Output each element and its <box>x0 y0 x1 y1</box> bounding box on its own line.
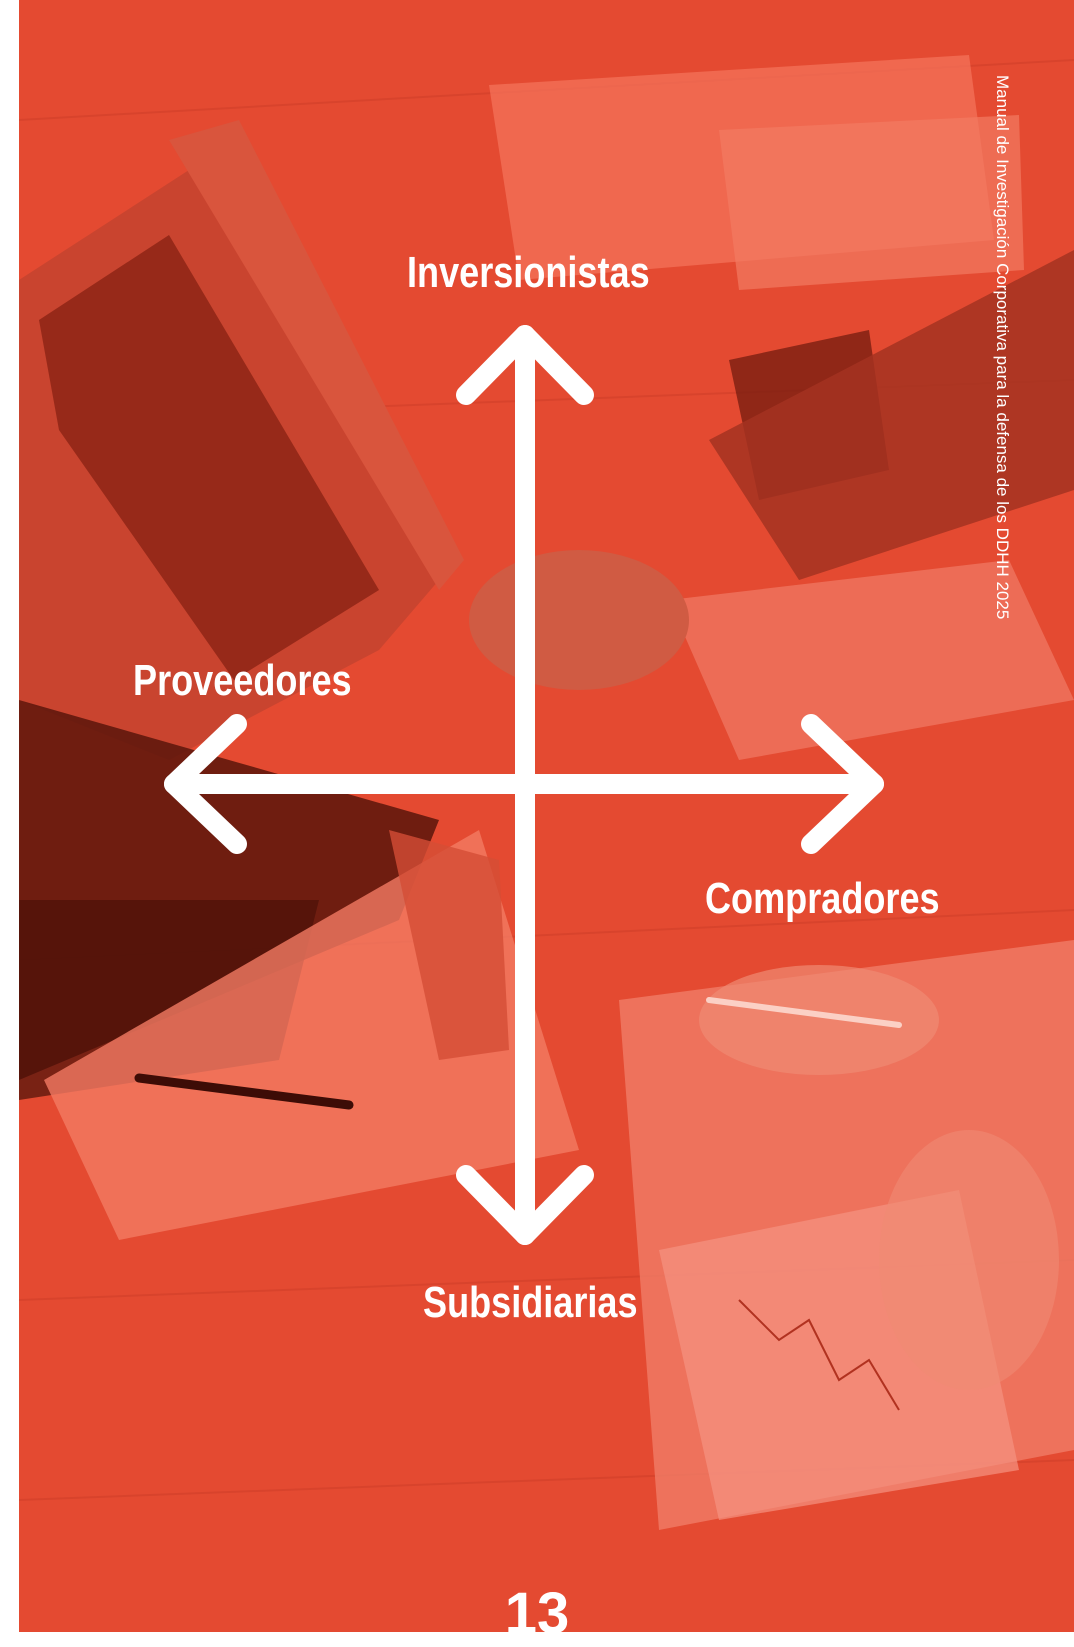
cross-arrows-diagram <box>164 325 884 1245</box>
laptop-shape <box>19 120 464 760</box>
page-number: 13 <box>504 1581 570 1646</box>
right-arrow-head <box>801 714 884 854</box>
running-title: Manual de Investigación Corporativa para… <box>993 75 1012 620</box>
up-arrow-head <box>456 325 594 405</box>
left-arrow-head <box>164 714 247 854</box>
label-bottom: Subsidiarias <box>423 1278 638 1327</box>
label-top: Inversionistas <box>407 248 650 297</box>
down-arrow-head <box>456 1165 594 1245</box>
label-left: Proveedores <box>133 656 352 705</box>
label-right: Compradores <box>705 874 940 923</box>
background-photo <box>19 0 1074 1632</box>
page-background: Inversionistas Proveedores Compradores S… <box>19 0 1074 1632</box>
